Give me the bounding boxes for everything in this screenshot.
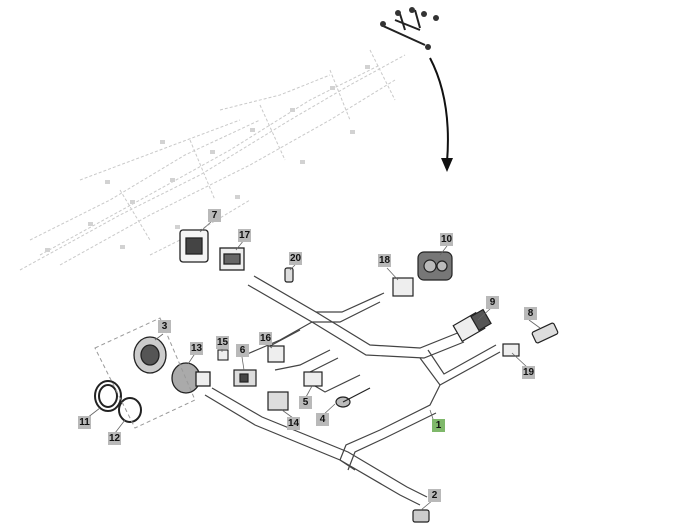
callout-18[interactable]: 18	[378, 254, 391, 267]
connector-16	[267, 345, 285, 363]
connector-18	[392, 277, 414, 297]
connector-5	[303, 371, 323, 387]
callout-2[interactable]: 2	[428, 489, 441, 502]
connector-2	[412, 509, 430, 523]
callout-19[interactable]: 19	[522, 366, 535, 379]
callout-7[interactable]: 7	[208, 209, 221, 222]
connector-6	[233, 369, 257, 387]
ring-11	[94, 380, 122, 412]
callout-14[interactable]: 14	[287, 417, 300, 430]
arrow	[429, 57, 449, 163]
callout-1[interactable]: 1	[432, 419, 445, 432]
callout-5[interactable]: 5	[299, 396, 312, 409]
connector-3	[133, 336, 167, 374]
connector-7	[179, 229, 209, 263]
connector-14	[267, 391, 289, 411]
main-harness	[204, 275, 501, 506]
callout-15[interactable]: 15	[216, 336, 229, 349]
connector-4	[335, 387, 371, 408]
ring-12	[118, 397, 142, 423]
callout-3[interactable]: 3	[158, 320, 171, 333]
callout-6[interactable]: 6	[236, 344, 249, 357]
callout-4[interactable]: 4	[316, 413, 329, 426]
connector-15	[217, 349, 229, 361]
connector-17	[219, 247, 245, 271]
connector-20	[284, 267, 294, 283]
overview-harness	[19, 49, 406, 271]
callout-8[interactable]: 8	[524, 307, 537, 320]
callout-13[interactable]: 13	[190, 342, 203, 355]
connector-10	[417, 251, 453, 281]
thumbnail-harness	[380, 9, 426, 46]
callout-20[interactable]: 20	[289, 252, 302, 265]
connector-19	[502, 343, 520, 357]
callout-11[interactable]: 11	[78, 416, 91, 429]
callout-17[interactable]: 17	[238, 229, 251, 242]
callout-12[interactable]: 12	[108, 432, 121, 445]
connector-8	[531, 322, 559, 344]
overview-connectors	[45, 65, 370, 252]
callout-10[interactable]: 10	[440, 233, 453, 246]
connector-9	[452, 308, 492, 343]
connector-13	[171, 362, 211, 394]
callout-9[interactable]: 9	[486, 296, 499, 309]
callout-16[interactable]: 16	[259, 332, 272, 345]
